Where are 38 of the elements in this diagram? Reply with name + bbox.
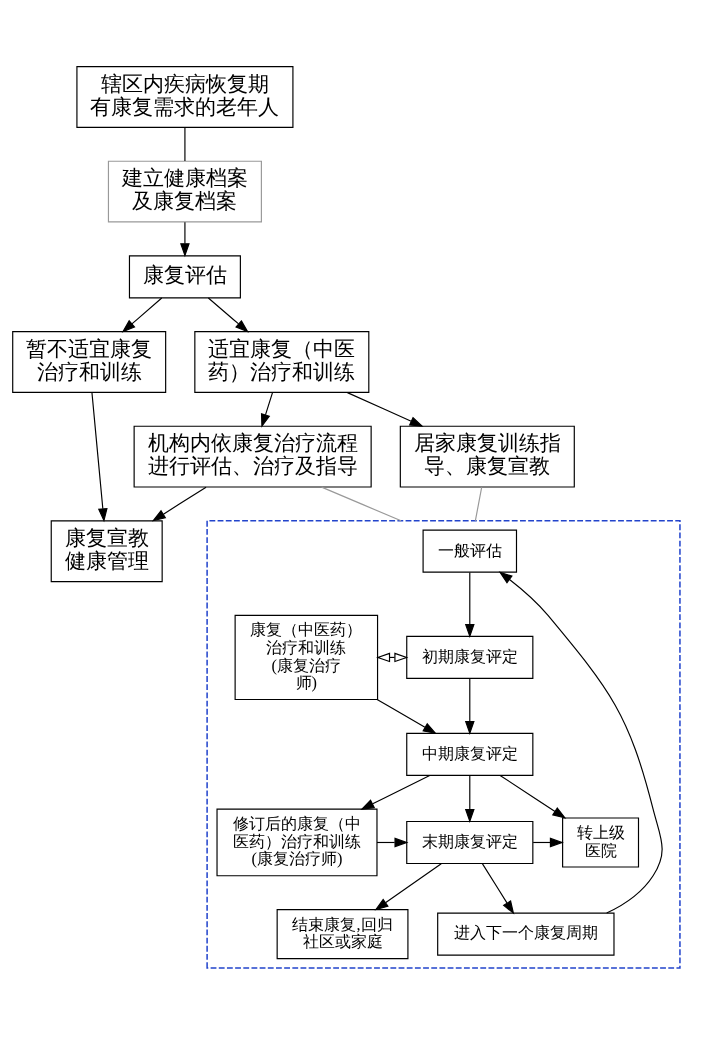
arrow — [180, 221, 190, 257]
arrow — [91, 391, 108, 522]
arrow — [260, 391, 273, 428]
node-box: 康复（中医药）治疗和训练(康复治疗师) — [234, 614, 379, 700]
arrow — [376, 698, 437, 734]
arrow — [151, 486, 207, 521]
node-box: 末期康复评定 — [406, 820, 534, 864]
node-box: 修订后的康复（中医药）治疗和训练(康复治疗师) — [216, 808, 378, 876]
arrow — [121, 296, 163, 333]
arrow — [376, 652, 409, 662]
arrow — [346, 391, 424, 427]
node-box: 康复评估 — [128, 254, 241, 298]
cluster — [206, 519, 681, 969]
connector — [474, 486, 483, 521]
node-box: 一般评估 — [422, 529, 518, 573]
node-box: 适宜康复（中医药）治疗和训练 — [194, 330, 370, 393]
arrow — [207, 296, 249, 333]
node-box: 结束康复,回归社区或家庭 — [276, 908, 409, 959]
node-box: 初期康复评定 — [406, 635, 534, 679]
node-box: 机构内依康复治疗流程进行评估、治疗及指导 — [133, 425, 372, 488]
arrow — [464, 774, 475, 823]
arrow — [360, 774, 431, 810]
node-box: 转上级医院 — [562, 816, 640, 868]
node-box: 进入下一个康复周期 — [437, 912, 615, 956]
node-box: 居家康复训练指导、康复宣教 — [399, 425, 575, 488]
arrow — [374, 862, 442, 911]
node-box: 建立健康档案及康复档案 — [107, 160, 262, 223]
connector — [184, 126, 186, 162]
node-box: 暂不适宜康复治疗和训练 — [12, 330, 167, 393]
arrow — [498, 570, 663, 914]
arrow — [499, 774, 567, 819]
arrow — [464, 677, 475, 735]
node-box: 中期康复评定 — [406, 732, 534, 776]
node-box: 康复宣教健康管理 — [50, 519, 163, 582]
connector — [321, 486, 402, 521]
arrow — [464, 571, 475, 638]
arrow — [481, 862, 515, 915]
node-box: 辖区内疾病恢复期有康复需求的老年人 — [76, 65, 294, 128]
